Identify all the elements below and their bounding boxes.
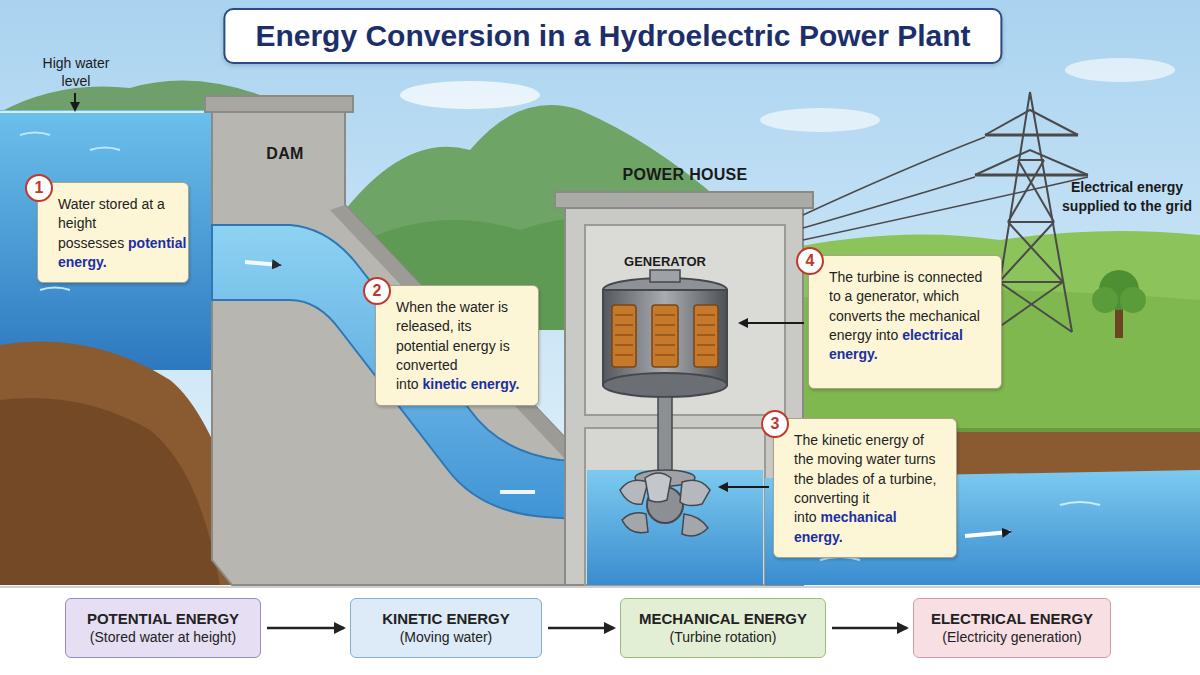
- illustration-part: [74, 93, 76, 110]
- sky-ground: [0, 0, 1200, 590]
- illustration-part: [975, 135, 1088, 175]
- illustration-part: [740, 322, 804, 324]
- leader-lines: [75, 93, 804, 487]
- illustration-part: [0, 110, 222, 370]
- reservoir: [0, 110, 222, 370]
- flow-arrow: [832, 627, 907, 630]
- illustration-part: [555, 192, 813, 208]
- illustration-part: [992, 160, 1072, 332]
- illustration-part: [0, 0, 1200, 590]
- illustration-part: [760, 108, 880, 132]
- energy-stage-box: KINETIC ENERGY(Moving water): [350, 598, 542, 658]
- flow-arrow: [548, 627, 614, 630]
- tree: [1092, 270, 1146, 338]
- illustration-part: [680, 480, 710, 505]
- flow-arrow: [267, 627, 344, 630]
- part-label: DAM: [245, 145, 325, 163]
- illustration-part: [645, 473, 671, 502]
- illustration-part: [992, 92, 1072, 332]
- energy-stage-box: ELECTRICAL ENERGY(Electricity generation…: [913, 598, 1111, 658]
- illustration-part: [620, 480, 648, 504]
- illustration-part: [585, 428, 765, 585]
- part-label: High water level: [30, 55, 122, 90]
- illustration-part: [682, 514, 708, 536]
- illustration-part: [650, 270, 680, 282]
- bottom-band: [0, 587, 1200, 675]
- energy-stage-box: POTENTIAL ENERGY(Stored water at height): [65, 598, 261, 658]
- illustration-part: [1092, 287, 1118, 313]
- illustration-part: [615, 315, 715, 355]
- part-label: POWER HOUSE: [590, 166, 780, 184]
- illustration-part: [1065, 58, 1175, 82]
- stage-note: (Moving water): [359, 628, 533, 647]
- illustration-part: [585, 225, 785, 415]
- part-label: Electrical energy supplied to the grid: [1058, 178, 1196, 216]
- diagram-title: Energy Conversion in a Hydroelectric Pow…: [223, 8, 1002, 64]
- callout-number: 2: [363, 277, 391, 305]
- energy-term: kinetic energy.: [422, 376, 519, 392]
- illustration-part: [1120, 287, 1146, 313]
- illustration-part: [603, 290, 727, 385]
- stage-heading: MECHANICAL ENERGY: [629, 609, 817, 629]
- illustration-part: [803, 137, 1088, 240]
- penstock: [212, 225, 620, 522]
- illustration-part: [720, 486, 769, 488]
- energy-stage-box: MECHANICAL ENERGY(Turbine rotation): [620, 598, 826, 658]
- callout-number: 3: [761, 410, 789, 438]
- illustration-part: [212, 225, 620, 522]
- illustration-part: [205, 96, 353, 112]
- illustration-part: [622, 513, 648, 533]
- stage-note: (Stored water at height): [74, 628, 252, 647]
- part-label: GENERATOR: [610, 254, 720, 269]
- illustration-part: [500, 490, 535, 494]
- stage-heading: ELECTRICAL ENERGY: [922, 609, 1102, 629]
- callout-number: 4: [796, 247, 824, 275]
- illustration-part: [0, 587, 1200, 675]
- callout-box: Water stored at a height possessespotent…: [37, 182, 189, 283]
- callout-box: The kinetic energy of the moving water t…: [773, 418, 957, 558]
- illustration-part: [245, 262, 280, 265]
- stage-heading: KINETIC ENERGY: [359, 609, 533, 629]
- generator: [603, 270, 727, 397]
- stage-note: (Electricity generation): [922, 628, 1102, 647]
- illustration-part: [0, 398, 220, 585]
- illustration-part: [780, 231, 1200, 440]
- hills: [0, 80, 1200, 440]
- illustration-part: [0, 586, 1200, 588]
- illustration-part: [400, 81, 540, 109]
- callout-box: The turbine is connected to a generator,…: [808, 255, 1002, 389]
- callout-number: 1: [25, 174, 53, 202]
- callout-box: When the water is released, its potentia…: [375, 285, 539, 406]
- shaft-turbine: [620, 397, 710, 536]
- illustration-part: [603, 373, 727, 397]
- illustration-part: [0, 111, 222, 113]
- stage-note: (Turbine rotation): [629, 628, 817, 647]
- stage-heading: POTENTIAL ENERGY: [74, 609, 252, 629]
- illustration-part: [975, 110, 1088, 175]
- illustration-part: [658, 397, 672, 477]
- illustration-part: [965, 532, 1010, 536]
